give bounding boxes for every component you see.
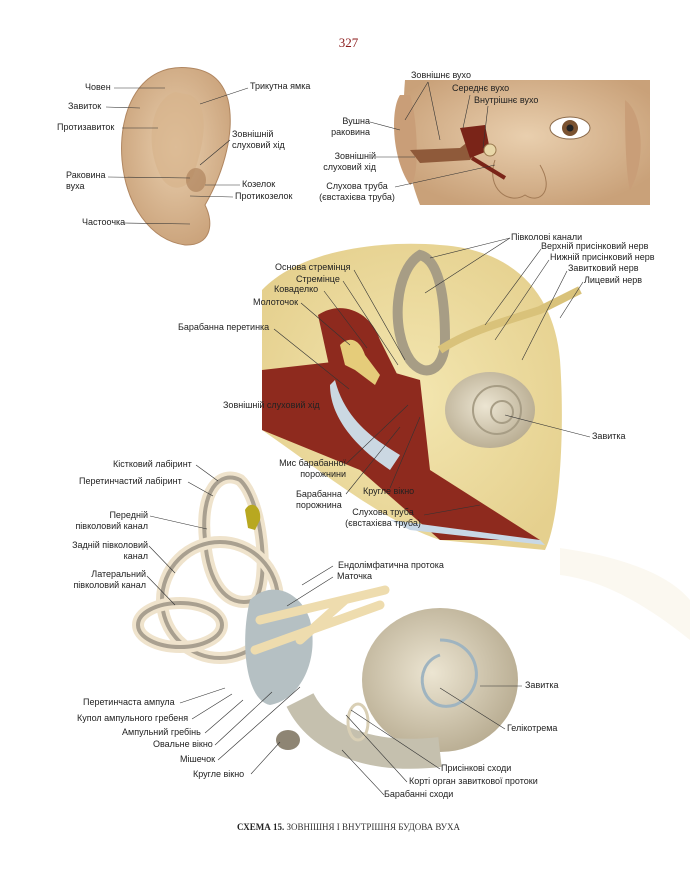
label-stapes: Стремінце (296, 274, 340, 284)
label-semicircular-canals: Півколові канали (511, 232, 583, 242)
label-anterior-canal: Передній півколовий канал (75, 510, 148, 531)
middle-ear-illustration (262, 243, 582, 550)
outer-ear-illustration (121, 67, 231, 246)
label-antitragus: Протикозелок (235, 191, 293, 201)
label-head-ear-canal: Зовнішній слуховий хід (323, 151, 376, 172)
label-lateral-canal: Латеральний півколовий канал (73, 569, 146, 590)
label-inner-ear: Внутрішнє вухо (474, 95, 539, 105)
label-pinna: Вушна раковина (331, 116, 370, 137)
label-saccule: Мішечок (180, 754, 216, 764)
label-inner-round-window: Кругле вікно (193, 769, 245, 779)
label-tragus: Козелок (242, 179, 276, 189)
label-bony-labyrinth: Кістковий лабіринт (113, 459, 192, 469)
label-ampulla: Перетинчаста ампула (83, 697, 175, 707)
label-eustachian-tube: Слухова труба (євстахієва труба) (345, 507, 421, 528)
caption-prefix: СХЕМА 15. (236, 822, 285, 832)
label-incus: Коваделко (274, 284, 319, 294)
head-illustration (394, 80, 650, 205)
label-endolymphatic-duct: Ендолімфатична протока (338, 560, 444, 570)
label-helix: Завиток (68, 101, 102, 111)
label-superior-vestibular-nerve: Верхній присінковий нерв (541, 241, 649, 251)
label-round-window: Кругле вікно (363, 486, 415, 496)
label-malleus: Молоточок (253, 297, 299, 307)
label-triangular-fossa: Трикутна ямка (250, 81, 311, 91)
inner-ear-illustration (132, 471, 690, 769)
label-eardrum: Барабанна перетинка (178, 322, 270, 332)
label-scala-vestibuli: Присінкові сходи (441, 763, 512, 773)
label-antihelix: Протизавиток (57, 122, 115, 132)
label-cupula: Купол ампульного гребеня (77, 713, 189, 723)
label-utricle: Маточка (337, 571, 373, 581)
label-membranous-labyrinth: Перетинчастий лабіринт (79, 476, 182, 486)
label-stapes-base: Основа стремінця (275, 262, 351, 272)
label-cochlea: Завитка (592, 431, 626, 441)
label-inner-cochlea: Завитка (525, 680, 559, 690)
label-cochlear-nerve: Завитковий нерв (568, 263, 639, 273)
label-scala-tympani: Барабанні сходи (384, 789, 454, 799)
leader-lines (105, 81, 591, 796)
label-promontory: Мис барабанної порожнини (279, 458, 346, 479)
figure-caption: СХЕМА 15. ЗОВНІШНЯ І ВНУТРІШНЯ БУДОВА ВУ… (0, 822, 697, 832)
label-head-eustachian: Слухова труба (євстахієва труба) (319, 181, 395, 202)
label-outer-ear: Зовнішнє вухо (411, 70, 471, 80)
label-middle-ear-canal: Зовнішній слуховий хід (223, 400, 320, 410)
label-helicotrema: Гелікотрема (507, 723, 558, 733)
label-crista: Ампульний гребінь (122, 727, 201, 737)
label-oval-window: Овальне вікно (153, 739, 213, 749)
label-posterior-canal: Задній півколовий канал (72, 540, 148, 561)
label-organ-of-corti: Корті орган завиткової протоки (409, 776, 538, 786)
label-boat: Човен (85, 82, 111, 92)
caption-text: ЗОВНІШНЯ І ВНУТРІШНЯ БУДОВА ВУХА (286, 822, 461, 832)
label-tympanic-cavity: Барабанна порожнина (296, 489, 342, 510)
label-inferior-vestibular-nerve: Нижній присінковий нерв (550, 252, 655, 262)
page-number: 327 (338, 35, 359, 50)
label-lobule: Частоочка (82, 217, 126, 227)
label-ear-canal: Зовнішній слуховий хід (232, 129, 285, 150)
label-facial-nerve: Лицевий нерв (584, 275, 643, 285)
label-auricle: Раковина вуха (66, 170, 106, 191)
label-middle-ear: Середнє вухо (452, 83, 510, 93)
